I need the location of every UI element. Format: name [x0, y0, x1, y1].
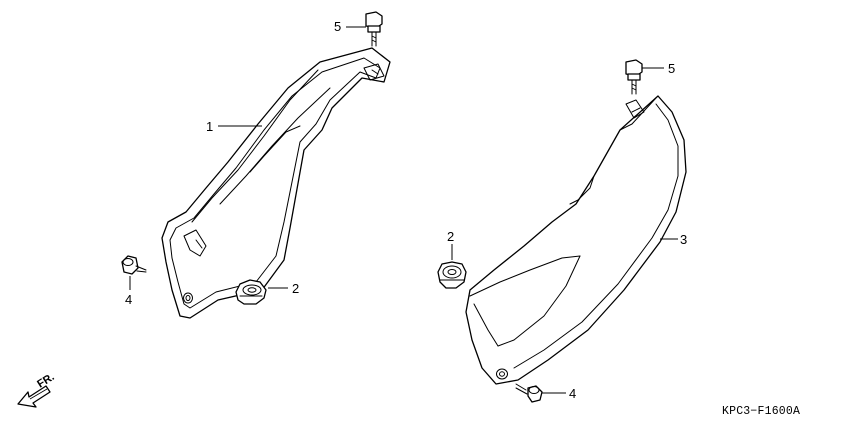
- figure-code: KPC3−F1600A: [722, 405, 800, 418]
- front-direction-label: FR.: [35, 371, 56, 391]
- bolt-right: [625, 59, 643, 95]
- callout-left-cover: 1: [206, 119, 213, 134]
- grommet-right: [437, 261, 467, 289]
- screw-left: [121, 255, 147, 275]
- callout-grommet-left: 2: [292, 281, 299, 296]
- callout-bolt-left: 5: [334, 19, 341, 34]
- callout-bolt-right: 5: [668, 61, 675, 76]
- callout-screw-left: 4: [125, 292, 132, 307]
- bolt-left: [365, 11, 383, 47]
- leader-lines: [129, 26, 678, 394]
- screw-right: [515, 383, 543, 403]
- left-side-cover: [161, 47, 391, 319]
- callout-screw-right: 4: [569, 386, 576, 401]
- grommet-left: [235, 279, 267, 305]
- callout-right-cover: 3: [680, 232, 687, 247]
- callout-grommet-right: 2: [447, 229, 454, 244]
- front-direction-arrow: FR.: [17, 371, 57, 408]
- right-side-cover: [465, 95, 687, 385]
